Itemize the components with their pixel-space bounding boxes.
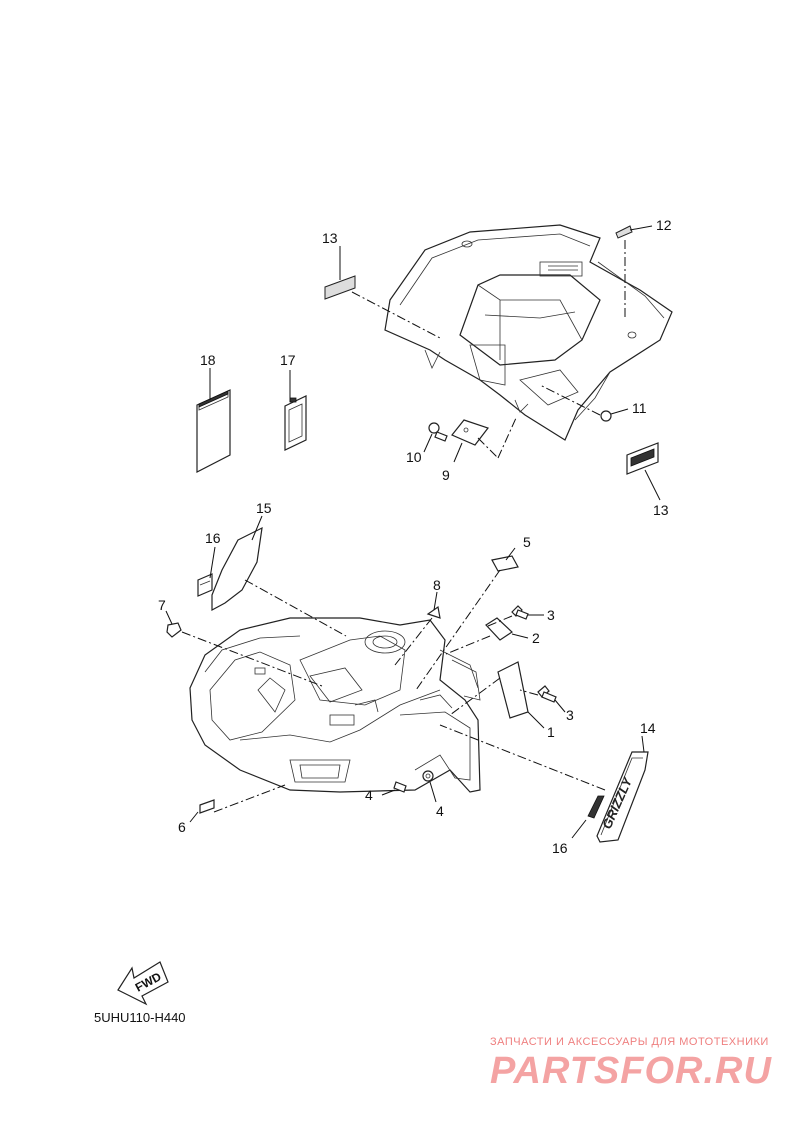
- decal-7: [166, 622, 182, 638]
- callout-9: 9: [442, 467, 450, 483]
- watermark-logo: PARTSFOR.RU: [490, 1050, 772, 1092]
- leader-lines: [165, 225, 661, 839]
- clip-4-right: [422, 770, 434, 782]
- diagram-code: 5UHU110-H440: [94, 1010, 186, 1025]
- decal-5: [491, 555, 519, 572]
- decal-8: [426, 605, 441, 619]
- fwd-arrow-icon: FWD: [117, 961, 169, 1006]
- decal-6: [199, 799, 215, 814]
- watermark-tagline: ЗАПЧАСТИ И АКСЕССУАРЫ ДЛЯ МОТОТЕХНИКИ: [490, 1036, 769, 1048]
- decal-18: [196, 389, 231, 473]
- callout-16-right: 16: [552, 840, 568, 856]
- callout-4-left: 4: [365, 787, 373, 803]
- callout-12: 12: [656, 217, 672, 233]
- rear-fender: [384, 224, 673, 441]
- callout-4-right: 4: [436, 803, 444, 819]
- part-11-grommet: [600, 410, 612, 422]
- front-fender: [189, 617, 481, 793]
- callout-13-right: 13: [653, 502, 669, 518]
- callout-labels: 1 2 3 3 4 4 5 6 7 8 9 10 11 12 13 13 14 …: [158, 217, 672, 856]
- bracket-9: [451, 419, 489, 446]
- callout-17: 17: [280, 352, 296, 368]
- screw-3-top: [511, 605, 529, 620]
- callout-2: 2: [532, 630, 540, 646]
- clip-4-left: [393, 781, 407, 793]
- callout-11: 11: [632, 400, 647, 416]
- decal-12: [615, 225, 633, 239]
- callout-15: 15: [256, 500, 272, 516]
- callout-13-top: 13: [322, 230, 338, 246]
- screw-3-bottom: [537, 685, 557, 703]
- decal-17: [284, 395, 307, 451]
- panel-1: [497, 661, 529, 719]
- callout-6: 6: [178, 819, 186, 835]
- callout-18: 18: [200, 352, 216, 368]
- decal-14-grizzly: GRIZZLY: [596, 751, 649, 843]
- callout-16-left: 16: [205, 530, 221, 546]
- bracket-2: [485, 617, 513, 641]
- callout-3-bottom: 3: [566, 707, 574, 723]
- callout-8: 8: [433, 577, 441, 593]
- decal-16-right: [587, 795, 605, 819]
- panel-15: [211, 526, 263, 612]
- callout-7: 7: [158, 597, 166, 613]
- decal-13-right: [626, 442, 659, 475]
- callout-1: 1: [547, 724, 555, 740]
- decal-16-left: [197, 573, 213, 597]
- callout-3-top: 3: [547, 607, 555, 623]
- bolt-10: [428, 422, 448, 442]
- callout-5: 5: [523, 534, 531, 550]
- decal-13-top: [324, 275, 356, 300]
- callout-14: 14: [640, 720, 656, 736]
- callout-10: 10: [406, 449, 422, 465]
